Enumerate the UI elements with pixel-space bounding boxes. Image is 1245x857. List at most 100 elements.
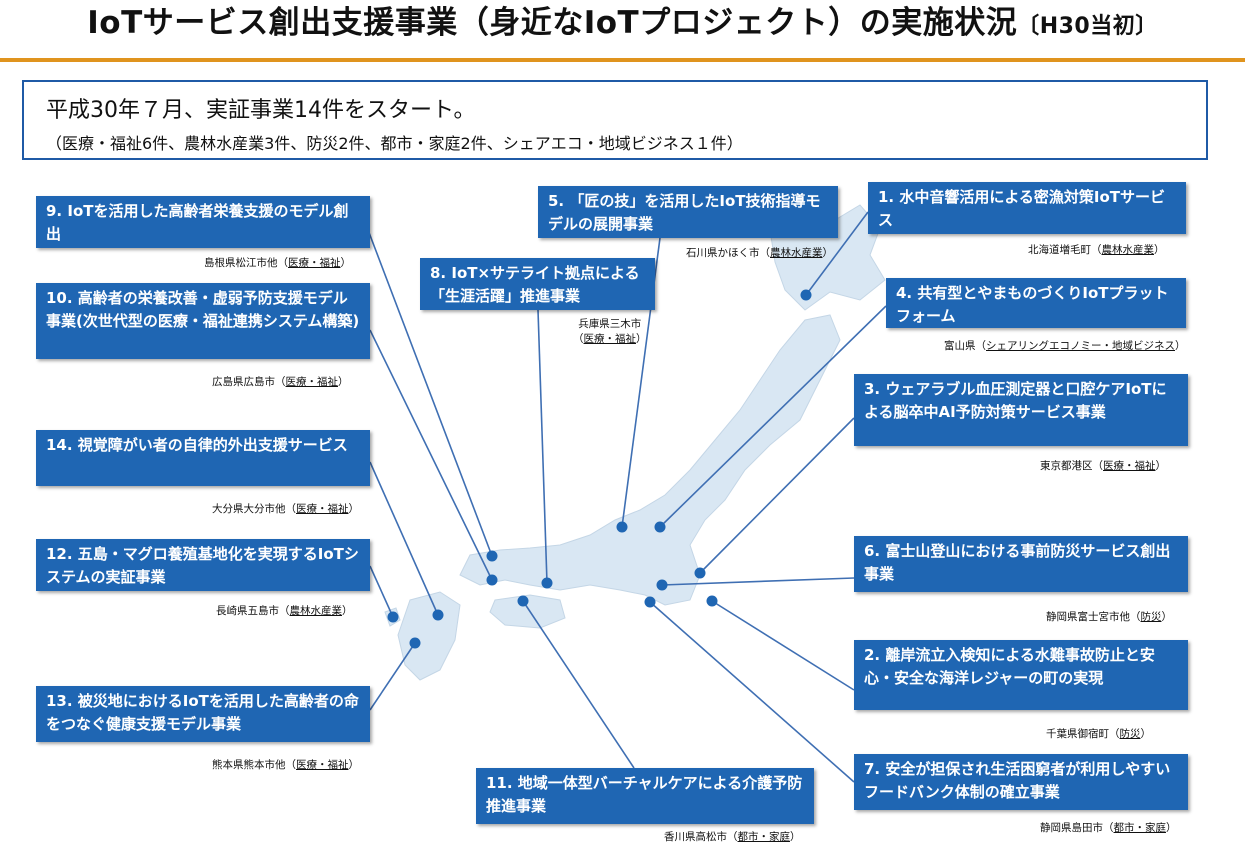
loc-6-category: 防災 xyxy=(1140,611,1162,623)
leader-line-4 xyxy=(659,305,887,528)
project-6-text: 6. 富士山登山における事前防災サービス創出事業 xyxy=(864,542,1171,583)
project-5-text: 5. 「匠の技」を活用したIoT技術指導モデルの展開事業 xyxy=(548,192,821,233)
project-box-7: 7. 安全が担保され生活困窮者が利用しやすいフードバンク体制の確立事業 xyxy=(854,754,1188,810)
leader-line-3 xyxy=(699,417,855,574)
project-14-text: 14. 視覚障がい者の自律的外出支援サービス xyxy=(46,436,348,454)
project-4-location: 富山県（シェアリングエコノミー・地域ビジネス） xyxy=(944,340,1186,352)
loc-11-place: 香川県高松市 xyxy=(664,831,727,843)
page-title: IoTサービス創出支援事業（身近なIoTプロジェクト）の実施状況〔H30当初〕 xyxy=(0,0,1245,46)
location-dot-6 xyxy=(656,579,668,591)
project-1-location: 北海道増毛町（農林水産業） xyxy=(1028,244,1165,256)
project-11-text: 11. 地域一体型バーチャルケアによる介護予防推進事業 xyxy=(486,774,803,815)
leader-line-6 xyxy=(661,577,855,586)
loc-8-place: 兵庫県三木市 xyxy=(578,318,642,330)
title-main: IoTサービス創出支援事業（身近なIoTプロジェクト）の実施状況 xyxy=(87,5,1018,41)
project-10-text: 10. 高齢者の栄養改善・虚弱予防支援モデル事業(次世代型の医療・福祉連携システ… xyxy=(46,289,360,330)
location-dot-3 xyxy=(694,567,706,579)
project-box-1: 1. 水中音響活用による密漁対策IoTサービス xyxy=(868,182,1186,234)
project-12-location: 長崎県五島市（農林水産業） xyxy=(216,605,353,617)
location-dot-5 xyxy=(616,521,628,533)
summary-headline: 平成30年７月、実証事業14件をスタート。 xyxy=(46,98,476,123)
location-dot-14 xyxy=(432,609,444,621)
loc-13-category: 医療・福祉 xyxy=(296,759,349,771)
summary-box: 平成30年７月、実証事業14件をスタート。 （医療・福祉6件、農林水産業3件、防… xyxy=(22,80,1208,160)
project-box-8: 8. IoT×サテライト拠点による「生涯活躍」推進事業 xyxy=(420,258,655,310)
loc-12-category: 農林水産業 xyxy=(289,605,343,617)
loc-13-place: 熊本県熊本市他 xyxy=(212,759,286,771)
location-dot-11 xyxy=(517,595,529,607)
title-rule xyxy=(0,58,1245,62)
project-6-location: 静岡県富士宮市他（防災） xyxy=(1046,611,1172,623)
summary-breakdown: （医療・福祉6件、農林水産業3件、防災2件、都市・家庭2件、シェアエコ・地域ビジ… xyxy=(46,134,743,153)
project-box-6: 6. 富士山登山における事前防災サービス創出事業 xyxy=(854,536,1188,592)
project-box-9: 9. IoTを活用した高齢者栄養支援のモデル創出 xyxy=(36,196,370,248)
project-box-2: 2. 離岸流立入検知による水難事故防止と安心・安全な海洋レジャーの町の実現 xyxy=(854,640,1188,710)
map-shikoku xyxy=(489,594,566,629)
loc-12-place: 長崎県五島市 xyxy=(216,605,279,617)
loc-14-place: 大分県大分市他 xyxy=(212,503,286,515)
loc-4-category: シェアリングエコノミー・地域ビジネス xyxy=(986,340,1175,352)
project-8-location: 兵庫県三木市（医療・福祉） xyxy=(573,318,647,345)
project-1-text: 1. 水中音響活用による密漁対策IoTサービス xyxy=(878,188,1166,229)
loc-9-category: 医療・福祉 xyxy=(288,257,341,269)
leader-line-14 xyxy=(369,461,439,616)
project-8-text: 8. IoT×サテライト拠点による「生涯活躍」推進事業 xyxy=(430,264,640,305)
loc-9-place: 島根県松江市他 xyxy=(204,257,278,269)
leader-line-13 xyxy=(369,642,416,711)
map-honshu xyxy=(459,314,841,606)
leader-line-8 xyxy=(537,309,548,584)
project-box-13: 13. 被災地におけるIoTを活用した高齢者の命をつなぐ健康支援モデル事業 xyxy=(36,686,370,742)
project-14-location: 大分県大分市他（医療・福祉） xyxy=(212,503,359,515)
loc-3-place: 東京都港区 xyxy=(1040,460,1093,472)
project-13-text: 13. 被災地におけるIoTを活用した高齢者の命をつなぐ健康支援モデル事業 xyxy=(46,692,359,733)
project-box-10: 10. 高齢者の栄養改善・虚弱予防支援モデル事業(次世代型の医療・福祉連携システ… xyxy=(36,283,370,359)
project-3-text: 3. ウェアラブル血圧測定器と口腔ケアIoTによる脳卒中AI予防対策サービス事業 xyxy=(864,380,1167,421)
project-2-location: 千葉県御宿町（防災） xyxy=(1046,728,1151,740)
title-suffix: 〔H30当初〕 xyxy=(1017,14,1158,39)
location-dot-8 xyxy=(541,577,553,589)
project-7-location: 静岡県島田市（都市・家庭） xyxy=(1040,822,1177,834)
project-4-text: 4. 共有型とやまものづくりIoTプラットフォーム xyxy=(896,284,1169,325)
map-kyushu xyxy=(397,591,461,681)
loc-2-place: 千葉県御宿町 xyxy=(1046,728,1109,740)
loc-7-place: 静岡県島田市 xyxy=(1040,822,1103,834)
project-box-5: 5. 「匠の技」を活用したIoT技術指導モデルの展開事業 xyxy=(538,186,838,238)
loc-1-place: 北海道増毛町 xyxy=(1028,244,1091,256)
loc-5-category: 農林水産業 xyxy=(770,247,823,259)
loc-11-category: 都市・家庭 xyxy=(737,831,791,843)
leader-line-11 xyxy=(522,600,635,769)
leader-line-1 xyxy=(805,211,869,296)
project-box-3: 3. ウェアラブル血圧測定器と口腔ケアIoTによる脳卒中AI予防対策サービス事業 xyxy=(854,374,1188,446)
location-dot-2 xyxy=(706,595,718,607)
loc-14-category: 医療・福祉 xyxy=(296,503,349,515)
leader-line-10 xyxy=(369,329,493,581)
location-dot-10 xyxy=(486,574,498,586)
loc-3-category: 医療・福祉 xyxy=(1103,460,1156,472)
project-13-location: 熊本県熊本市他（医療・福祉） xyxy=(212,759,359,771)
project-box-4: 4. 共有型とやまものづくりIoTプラットフォーム xyxy=(886,278,1186,328)
loc-6-place: 静岡県富士宮市他 xyxy=(1046,611,1130,623)
location-dot-4 xyxy=(654,521,666,533)
location-dot-13 xyxy=(409,637,421,649)
project-7-text: 7. 安全が担保され生活困窮者が利用しやすいフードバンク体制の確立事業 xyxy=(864,760,1171,801)
location-dot-7 xyxy=(644,596,656,608)
project-5-location: 石川県かほく市（農林水産業） xyxy=(686,247,833,259)
project-9-location: 島根県松江市他（医療・福祉） xyxy=(204,257,351,269)
leader-line-9 xyxy=(364,221,493,557)
location-dot-9 xyxy=(486,550,498,562)
loc-7-category: 都市・家庭 xyxy=(1113,822,1167,834)
leader-line-2 xyxy=(711,600,855,691)
loc-4-place: 富山県 xyxy=(944,340,976,352)
location-dot-1 xyxy=(800,289,812,301)
project-3-location: 東京都港区（医療・福祉） xyxy=(1040,460,1166,472)
project-11-location: 香川県高松市（都市・家庭） xyxy=(664,831,801,843)
loc-1-category: 農林水産業 xyxy=(1101,244,1155,256)
loc-10-place: 広島県広島市 xyxy=(212,376,275,388)
project-9-text: 9. IoTを活用した高齢者栄養支援のモデル創出 xyxy=(46,202,349,243)
project-10-location: 広島県広島市（医療・福祉） xyxy=(212,376,349,388)
leader-line-7 xyxy=(649,601,855,783)
location-dot-12 xyxy=(387,611,399,623)
loc-10-category: 医療・福祉 xyxy=(285,376,339,388)
project-box-14: 14. 視覚障がい者の自律的外出支援サービス xyxy=(36,430,370,486)
